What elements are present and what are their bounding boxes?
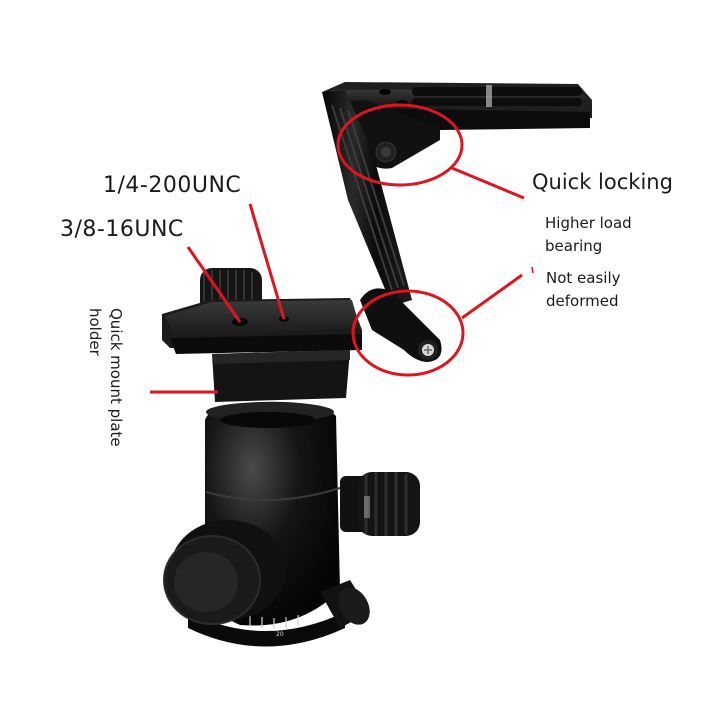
main-lock-knob [163,520,286,625]
pan-lock-knob [320,580,370,628]
quick-locking-label: Quick locking [532,170,673,194]
annotations [150,103,534,394]
thread-1-4-label: 1/4-200UNC [103,173,242,198]
right-lock-knob [340,472,420,536]
thread-1-4-leader-line [248,203,286,320]
thread-3-8-label: 3/8-16UNC [60,217,184,242]
lower-hinge [360,288,442,362]
vertical-arm [322,90,412,306]
quick-locking-callout-circle [336,103,464,187]
quick-locking-leader-line [451,166,525,200]
lower-hinge-callout-circle [351,289,465,377]
quick-mount-plate-holder-label: Quick mount plate holder [86,308,125,447]
not-easily-deformed-label: Not easily deformed [546,269,621,310]
panning-base: 20 [188,612,345,647]
lower-plate [162,298,362,402]
higher-load-bearing-label: Higher load bearing [545,214,632,255]
not-deformed-leader-line [461,273,523,320]
dial-tick-label: 20 [276,631,284,638]
thread-3-8-leader-line [186,246,242,323]
